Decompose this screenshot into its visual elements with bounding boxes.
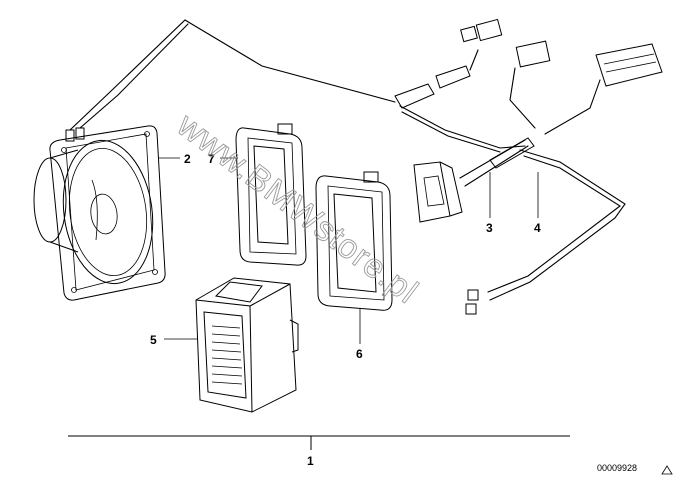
- loudspeaker[interactable]: [33, 125, 166, 301]
- part-label-3[interactable]: 3: [486, 221, 493, 235]
- bezel-frame-6[interactable]: [315, 171, 393, 311]
- wiring-harness[interactable]: [69, 18, 663, 315]
- triangle-icon: [661, 465, 673, 475]
- part-label-4[interactable]: 4: [534, 221, 541, 235]
- part-label-6[interactable]: 6: [356, 347, 363, 361]
- switch-module[interactable]: [195, 277, 299, 413]
- bezel-frame-7[interactable]: [235, 123, 307, 266]
- part-label-1[interactable]: 1: [307, 454, 314, 468]
- part-label-2[interactable]: 2: [184, 152, 191, 166]
- vent-grille: [211, 325, 243, 385]
- part-label-7[interactable]: 7: [208, 152, 215, 166]
- document-number: 00009928: [597, 463, 637, 473]
- part-label-5[interactable]: 5: [150, 333, 157, 347]
- leader-lines: [68, 157, 570, 450]
